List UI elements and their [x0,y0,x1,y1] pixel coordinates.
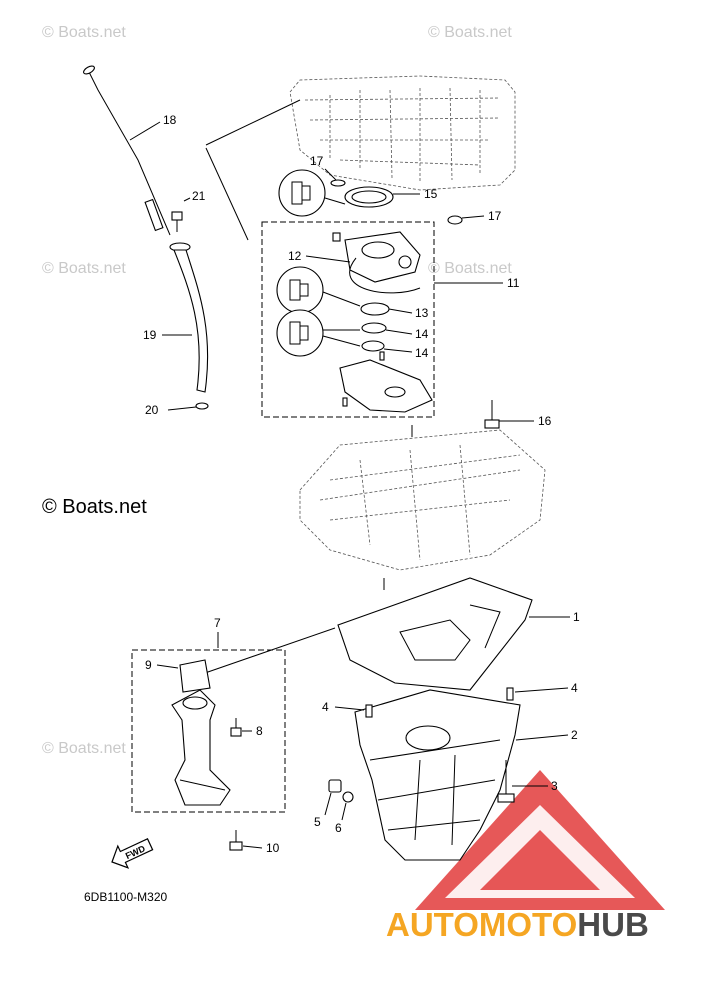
watermark: © Boats.net [42,260,126,277]
callout-2: 2 [571,728,578,742]
callout-10: 10 [266,841,280,855]
callout-17: 17 [310,154,324,168]
assembly-box-11 [261,221,435,418]
oil-seal-15 [344,186,394,208]
exhaust-guide-ghost [299,429,546,571]
bolt-16 [484,400,500,429]
dowel-pin-4 [506,687,514,701]
callout-1: 1 [573,610,580,624]
seal-13 [360,302,390,316]
seal-14 [361,322,387,334]
callout-9: 9 [145,658,152,672]
assembly-box-7 [131,649,286,813]
bolt-8 [230,718,242,737]
seal-detail-inset-icon [276,266,361,314]
callout-14: 14 [415,346,429,360]
gasket-9 [179,659,211,693]
callout-17: 17 [488,209,502,223]
watermark: © Boats.net [42,24,126,41]
seal-detail-inset-icon [278,169,346,217]
brand-wordmark: AUTOMOTOHUB [386,906,649,944]
brand-part-b: HUB [577,906,649,943]
callout-16: 16 [538,414,552,428]
leader-line [205,147,249,241]
callout-4: 4 [322,700,329,714]
callout-leaders [129,121,570,849]
oil-pan-2 [354,689,521,861]
seal-14 [361,340,385,352]
leader-line [205,99,301,146]
washer-6 [342,791,354,803]
callout-20: 20 [145,403,159,417]
leader-line [204,627,336,674]
o-ring-wire [349,257,421,294]
forward-arrow-icon: FWD [111,838,154,869]
dipstick-guide-tube [169,242,209,393]
o-ring-17 [447,215,463,225]
callout-8: 8 [256,724,263,738]
o-ring-20 [195,402,209,410]
oil-strainer [171,689,231,806]
callout-19: 19 [143,328,157,342]
gasket-1 [337,577,533,691]
callout-21: 21 [192,189,206,203]
callout-13: 13 [415,306,429,320]
copyright-watermark: © Boats.net [42,496,147,518]
drain-plug-5 [328,779,342,793]
o-ring-17 [330,179,346,187]
dowel-pin-4 [365,704,373,718]
pump-cover-part [339,351,433,413]
engine-block-ghost [289,75,516,191]
watermark: © Boats.net [428,24,512,41]
bolt-10 [229,830,243,851]
callout-4: 4 [571,681,578,695]
callout-6: 6 [335,821,342,835]
callout-18: 18 [163,113,177,127]
watermark: © Boats.net [428,260,512,277]
dipstick [83,65,171,236]
bolt-21 [171,211,183,232]
brand-logo-icon [415,770,665,910]
oil-seal-housing-12 [332,231,421,283]
callout-11: 11 [507,276,520,290]
callout-labels: 1 2 3 4 4 5 6 7 8 9 10 11 12 13 14 14 15… [143,113,580,855]
bolt-3 [497,760,515,803]
watermark: © Boats.net [42,740,126,757]
callout-12: 12 [288,249,302,263]
diagram-code: 6DB1100-M320 [84,890,168,904]
callout-14: 14 [415,327,429,341]
seal-detail-inset-icon [276,309,361,357]
callout-7: 7 [214,616,221,630]
callout-3: 3 [551,779,558,793]
brand-part-a: AUTOMOTO [386,906,578,943]
callout-15: 15 [424,187,438,201]
callout-5: 5 [314,815,321,829]
